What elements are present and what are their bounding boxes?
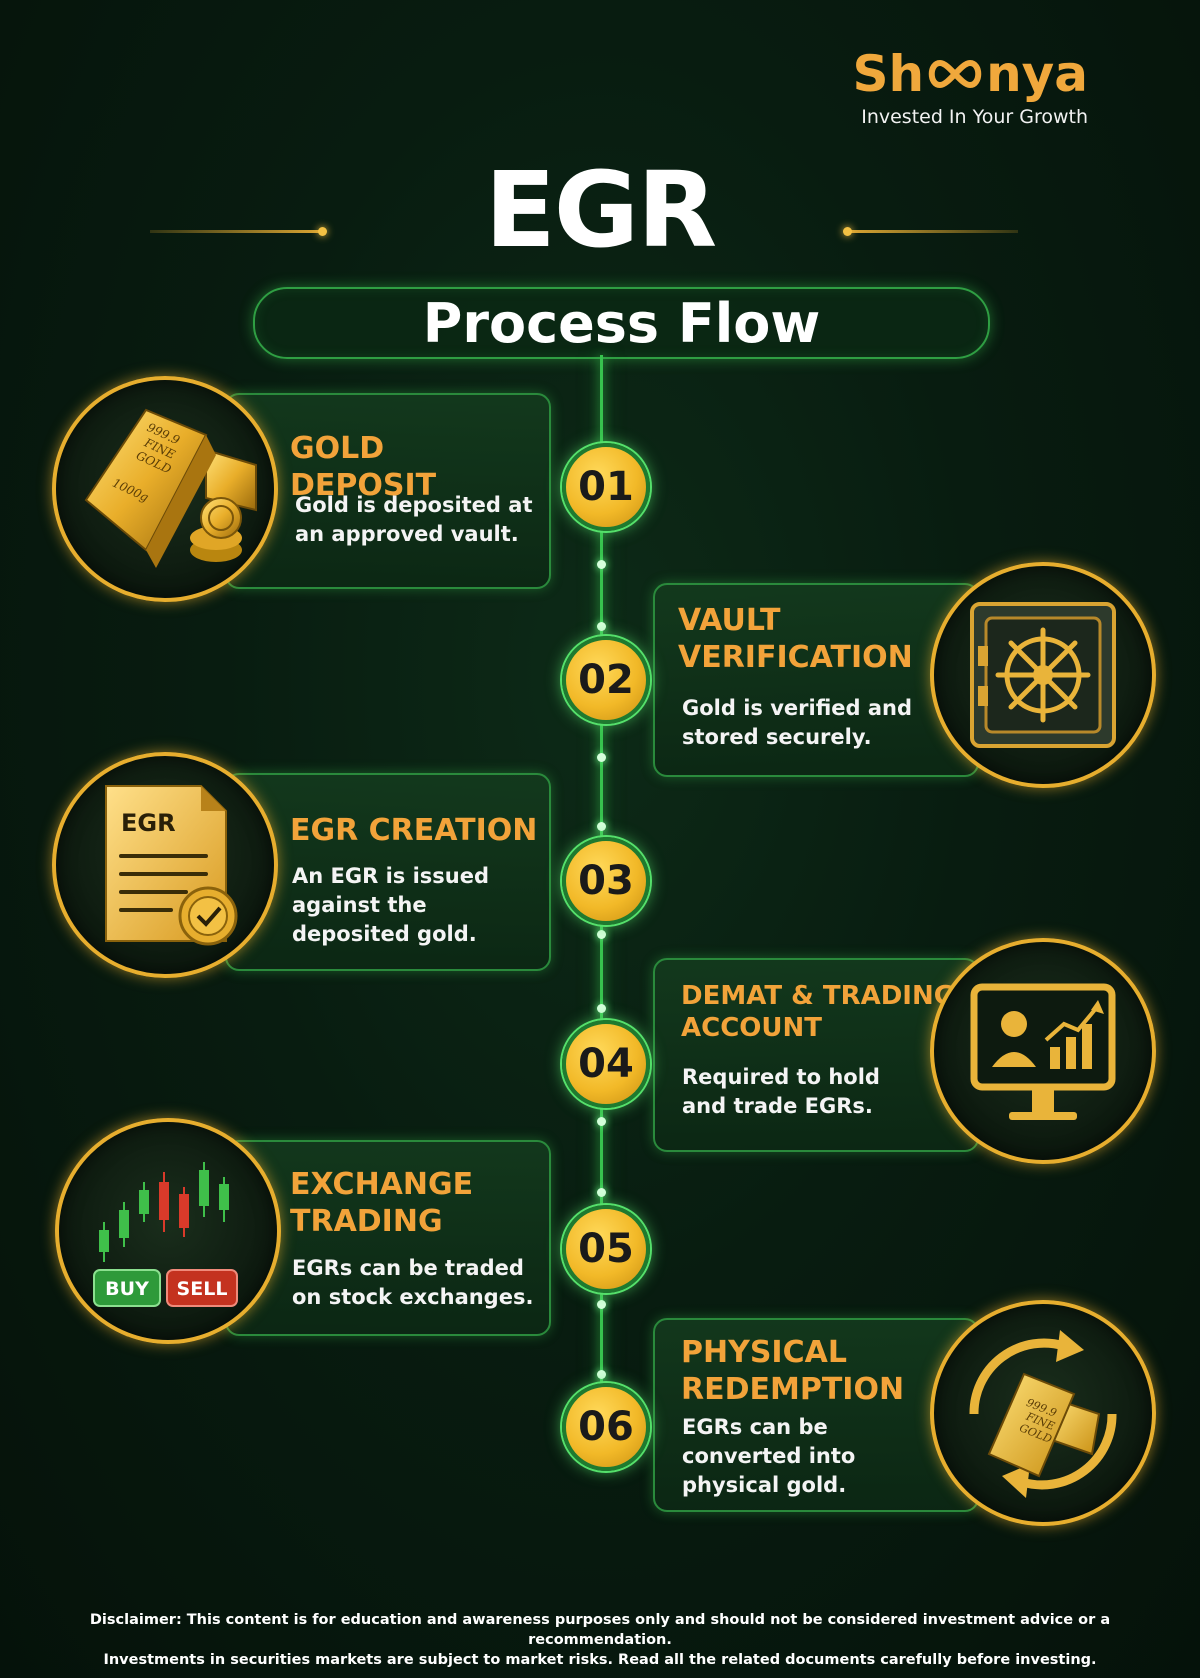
step-number: 02 (578, 657, 634, 703)
step-description: Required to hold and trade EGRs. (682, 1065, 880, 1118)
gold-cycle-icon: 999.9 FINE GOLD (930, 1300, 1156, 1526)
disclaimer: Disclaimer: This content is for educatio… (20, 1610, 1180, 1670)
step-title: VAULT VERIFICATION (678, 603, 913, 675)
title-left-line (150, 230, 320, 233)
step-title: EGR CREATION (290, 813, 538, 848)
step-description: Gold is verified and stored securely. (682, 696, 913, 749)
timeline-dot (597, 1370, 606, 1379)
subtitle: Process Flow (422, 291, 821, 355)
step-description: An EGR is issued against the deposited g… (292, 864, 490, 946)
step-number-badge: 04 (562, 1020, 650, 1108)
step-number-badge: 01 (562, 443, 650, 531)
step-number: 01 (578, 464, 634, 510)
timeline-dot (597, 560, 606, 569)
step-description: Gold is deposited at an approved vault. (295, 493, 533, 546)
brand-name-prefix: Sh (852, 45, 925, 103)
certificate-icon: EGR (52, 752, 278, 978)
timeline-dot (597, 753, 606, 762)
step-card-egr-creation (225, 773, 551, 971)
gold-bars-icon: 999.9 FINE GOLD 1000g (52, 376, 278, 602)
step-number-badge: 05 (562, 1205, 650, 1293)
disclaimer-line-1: Disclaimer: This content is for educatio… (89, 1612, 1111, 1648)
brand-name: Sh nya (852, 46, 1088, 102)
step-card-physical-redemption (653, 1318, 979, 1512)
timeline-dot (597, 930, 606, 939)
timeline-dot (597, 822, 606, 831)
step-description: EGRs can be converted into physical gold… (682, 1415, 856, 1497)
brand-tagline: Invested In Your Growth (861, 106, 1088, 128)
svg-text:EGR: EGR (121, 809, 176, 837)
timeline-dot (597, 1188, 606, 1197)
step-number-badge: 03 (562, 837, 650, 925)
title-right-line (850, 230, 1018, 233)
brand-name-suffix: nya (986, 45, 1088, 103)
step-title: EXCHANGE TRADING (290, 1167, 474, 1239)
step-number: 05 (578, 1226, 634, 1272)
brand-logo: Sh nya Invested In Your Growth (852, 46, 1088, 128)
title-right-dot (843, 227, 852, 236)
monitor-chart-icon (930, 938, 1156, 1164)
step-number: 03 (578, 858, 634, 904)
step-number: 04 (578, 1041, 634, 1087)
page-title: EGR (484, 149, 718, 271)
step-card-demat-account (653, 958, 979, 1152)
disclaimer-line-2: Investments in securities markets are su… (103, 1652, 1097, 1668)
timeline-dot (597, 1004, 606, 1013)
step-title: PHYSICAL REDEMPTION (681, 1335, 905, 1407)
svg-text:BUY: BUY (105, 1278, 149, 1300)
step-title: GOLD DEPOSIT (290, 431, 437, 503)
step-number: 06 (578, 1404, 634, 1450)
timeline-dot (597, 622, 606, 631)
step-number-badge: 06 (562, 1383, 650, 1471)
step-title: DEMAT & TRADING ACCOUNT (681, 981, 956, 1043)
step-description: EGRs can be traded on stock exchanges. (292, 1256, 534, 1309)
svg-text:SELL: SELL (177, 1278, 228, 1300)
candlestick-icon: BUY SELL (55, 1118, 281, 1344)
title-left-dot (318, 227, 327, 236)
vault-icon (930, 562, 1156, 788)
step-number-badge: 02 (562, 636, 650, 724)
timeline-dot (597, 1300, 606, 1309)
infinity-icon (928, 59, 982, 89)
timeline-dot (597, 1117, 606, 1126)
subtitle-pill: Process Flow (253, 287, 990, 359)
